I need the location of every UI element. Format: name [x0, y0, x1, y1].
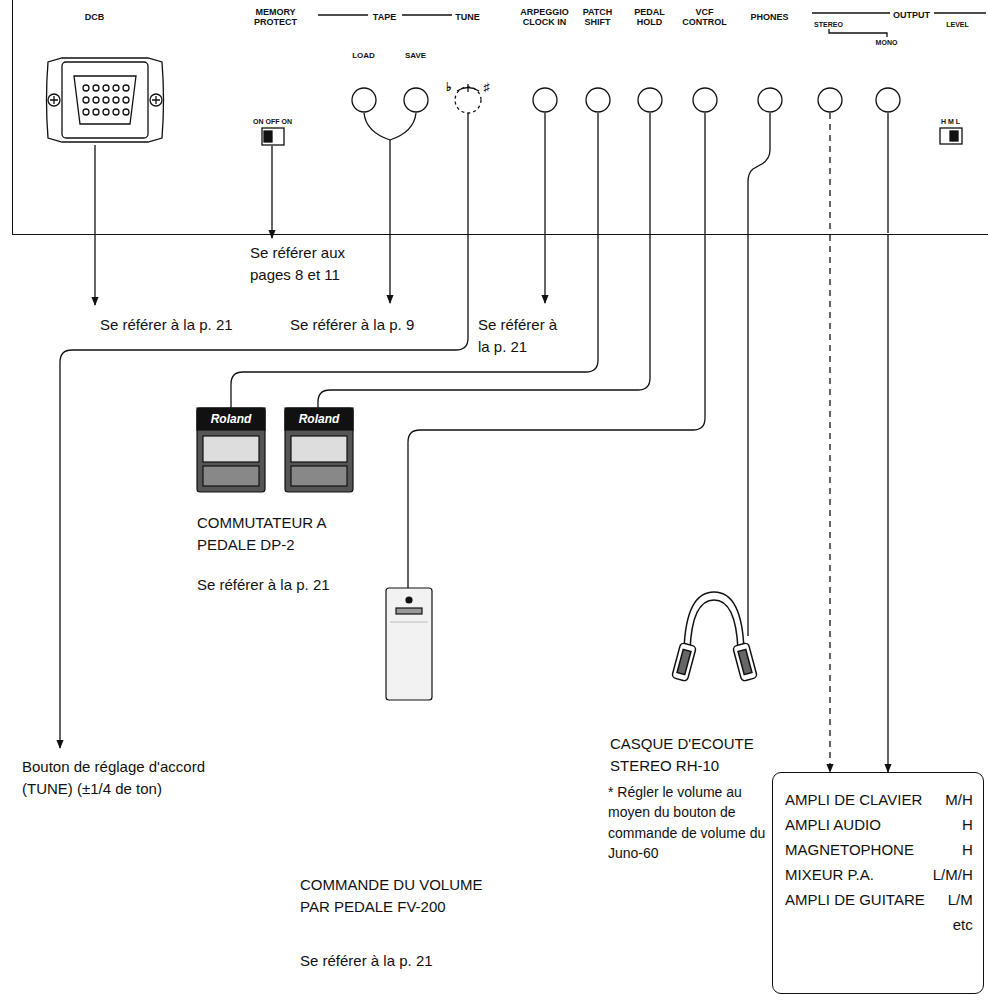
equipment-name: AMPLI DE CLAVIER	[785, 787, 925, 812]
panel-label: VCF CONTROL	[681, 7, 729, 27]
equipment-name: MIXEUR P.A.	[785, 862, 925, 887]
panel-label: ON OFF ON	[253, 118, 292, 126]
panel-label: DCB	[85, 12, 105, 22]
panel-label: LEVEL	[946, 21, 969, 29]
equipment-name: MAGNETOPHONE	[785, 837, 925, 862]
panel-label: PATCH SHIFT	[578, 7, 618, 27]
device-name: CASQUE D'ECOUTE STEREO RH-10	[610, 733, 770, 777]
device-name: COMMANDE DU VOLUME PAR PEDALE FV-200	[300, 874, 495, 918]
panel-label: H M L	[941, 118, 960, 126]
panel-label: ♭	[446, 81, 452, 94]
panel-label: PEDAL HOLD	[630, 7, 670, 27]
level-setting: H	[933, 812, 973, 837]
page-reference: Se référer à la p. 21	[197, 574, 330, 596]
level-setting: M/H	[933, 787, 973, 812]
panel-label: STEREO	[814, 21, 843, 29]
panel-label: PHONES	[750, 12, 788, 22]
panel-label: OUTPUT	[893, 10, 930, 20]
level-setting: L/M/H	[933, 862, 973, 887]
page-reference: Se référer à la p. 21	[300, 950, 433, 972]
level-setting: L/M	[933, 887, 973, 912]
panel-label: LOAD	[352, 51, 375, 60]
brand-logo: Roland	[299, 410, 340, 428]
control-description: Bouton de réglage d'accord (TUNE) (±1/4 …	[22, 756, 232, 800]
level-setting: etc	[933, 912, 973, 937]
page-reference: Se référer à la p. 21	[100, 314, 233, 336]
panel-label: ARPEGGIO CLOCK IN	[517, 7, 572, 27]
equipment-name: AMPLI DE GUITARE	[785, 887, 925, 912]
panel-label: MONO	[876, 39, 898, 47]
level-setting: H	[933, 837, 973, 862]
stereo-output-cable	[829, 235, 830, 772]
panel-label: SAVE	[405, 51, 426, 60]
page-reference: Se référer à la p. 9	[290, 314, 414, 336]
panel-label: TUNE	[455, 12, 480, 22]
note: * Régler le volume au moyen du bouton de…	[608, 782, 766, 863]
brand-logo: Roland	[211, 410, 252, 428]
device-name: COMMUTATEUR A PEDALE DP-2	[197, 512, 357, 556]
rear-panel: DCB MEMORY PROTECT TAPE TUNE ARPEGGIO CLOCK …	[12, 0, 988, 235]
panel-label: ♯	[484, 81, 490, 94]
page-reference: Se référer à la p. 21	[478, 314, 563, 358]
mono-output-cable	[887, 235, 888, 772]
equipment-name: AMPLI AUDIO	[785, 812, 925, 837]
panel-label: MEMORY PROTECT	[248, 7, 303, 27]
page-reference: Se référer aux pages 8 et 11	[250, 242, 385, 286]
equipment-box: AMPLI DE CLAVIER M/H AMPLI AUDIO H MAGNETOPH…	[772, 772, 984, 994]
panel-label: TAPE	[373, 12, 396, 22]
